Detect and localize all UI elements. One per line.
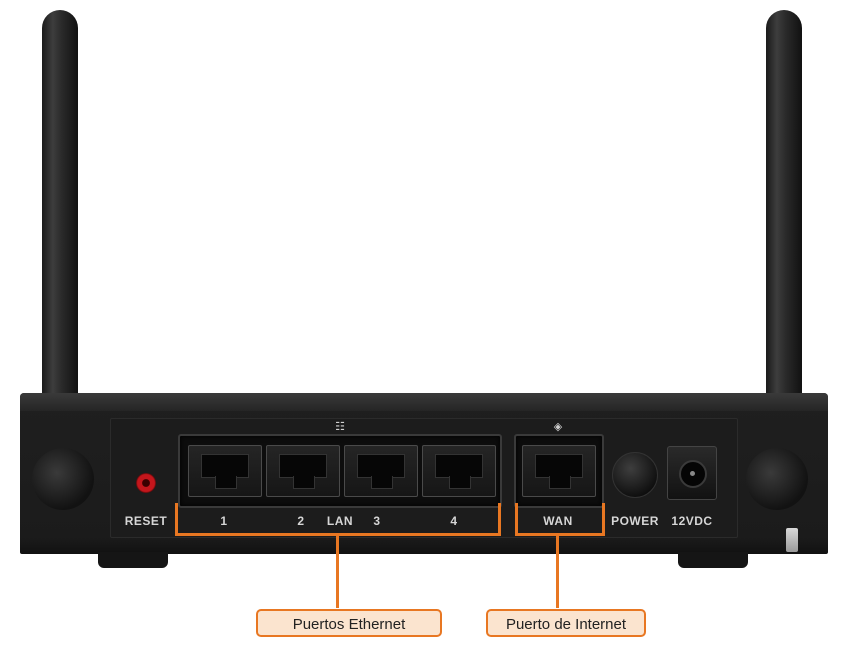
left-antenna-base (32, 448, 94, 510)
reset-label: RESET (124, 514, 168, 528)
lan-port-2-label: 2 (297, 514, 305, 528)
power-label: POWER (611, 514, 659, 528)
right-antenna-base (746, 448, 808, 510)
ethernet-connector-line (336, 536, 339, 608)
ethernet-callout: Puertos Ethernet (256, 609, 442, 637)
globe-icon: ◈ (553, 421, 563, 433)
lan-port-1[interactable] (188, 445, 262, 497)
ethernet-bracket (175, 503, 501, 536)
lan-port-1-label: 1 (220, 514, 228, 528)
wan-label: WAN (543, 514, 573, 528)
lan-port-2[interactable] (266, 445, 340, 497)
power-button[interactable] (612, 452, 658, 498)
internet-bracket (515, 503, 605, 536)
left-foot (98, 552, 168, 568)
lan-port-block (178, 434, 502, 508)
dc-label: 12VDC (671, 514, 713, 528)
lan-port-4-label: 4 (450, 514, 458, 528)
lan-port-3[interactable] (344, 445, 418, 497)
internet-connector-line (556, 536, 559, 608)
wan-port[interactable] (522, 445, 596, 497)
chassis-top-edge (20, 393, 828, 411)
internet-callout: Puerto de Internet (486, 609, 646, 637)
lan-label: LAN (326, 514, 354, 528)
lan-port-4[interactable] (422, 445, 496, 497)
right-foot (678, 552, 748, 568)
network-icon: ☷ (335, 421, 345, 433)
reset-button[interactable] (136, 473, 156, 493)
dc-power-jack[interactable] (667, 446, 717, 500)
lan-port-3-label: 3 (373, 514, 381, 528)
chassis-label-tab (786, 528, 798, 552)
wan-port-block (514, 434, 604, 508)
